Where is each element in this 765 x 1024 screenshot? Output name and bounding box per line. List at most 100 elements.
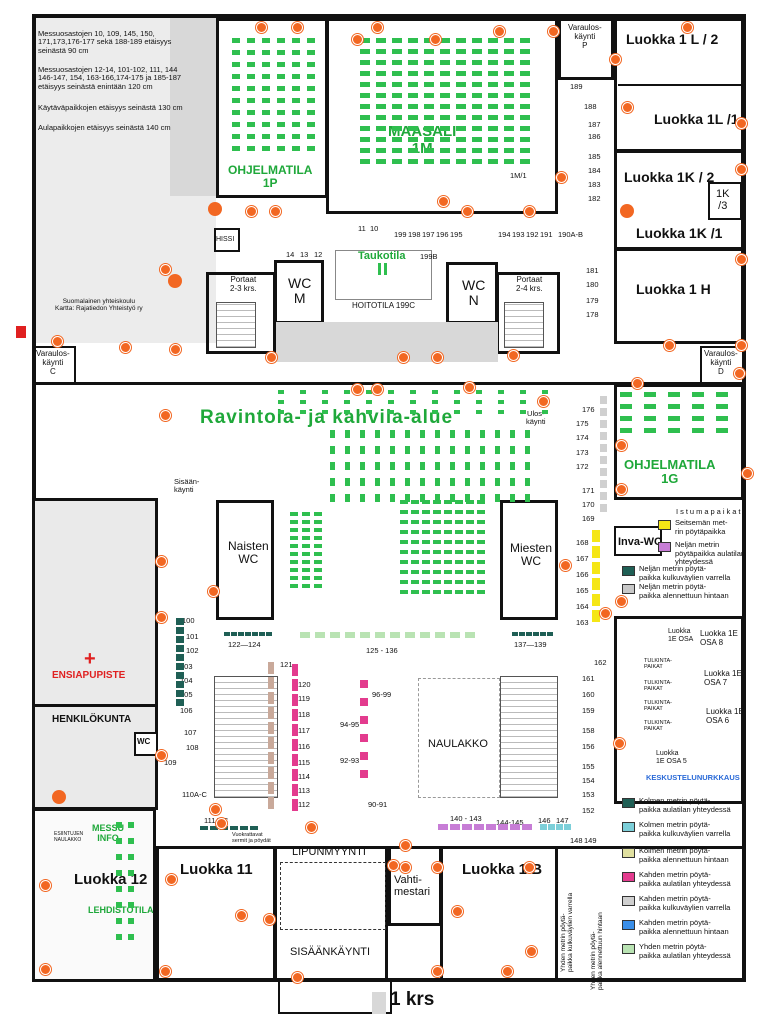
booth-number: 156: [582, 742, 595, 751]
seat: [450, 446, 455, 454]
seat: [504, 71, 514, 76]
seat: [116, 934, 122, 940]
booth-number: 94-95: [340, 720, 360, 729]
legend-label: Seitsemän met- rin pöytäpaikka: [675, 518, 728, 536]
legend-swatch: [622, 872, 635, 882]
info-pin-icon: [156, 556, 167, 567]
seat: [238, 632, 244, 636]
label-wc-m: WC M: [288, 275, 312, 307]
label-ensiapu: ENSIAPUPISTE: [52, 670, 126, 681]
seat: [498, 824, 508, 830]
info-pin-icon: [742, 468, 753, 479]
seat: [440, 60, 450, 65]
wall: [32, 704, 158, 707]
seat: [176, 618, 184, 625]
seat: [360, 430, 365, 438]
booth-number: 109: [164, 758, 177, 767]
booth-number: 92-93: [340, 756, 360, 765]
seat: [292, 724, 298, 736]
seat: [405, 494, 410, 502]
booth-number: 100: [182, 616, 195, 625]
label-1e5: Luokka 1E OSA 5: [656, 750, 687, 765]
seat: [307, 134, 315, 139]
seat: [424, 93, 434, 98]
seat: [322, 400, 328, 404]
seat: [716, 392, 728, 397]
credit-text: Suomalainen yhteiskoulu Kartta: Rajatied…: [55, 298, 143, 313]
seat: [433, 530, 441, 534]
seat: [433, 590, 441, 594]
seat: [465, 494, 470, 502]
seat: [424, 38, 434, 43]
seat: [564, 824, 571, 830]
seat: [376, 82, 386, 87]
seat: [435, 478, 440, 486]
seat: [495, 478, 500, 486]
seat: [510, 824, 520, 830]
seat: [592, 530, 600, 542]
seat: [472, 115, 482, 120]
seat: [472, 126, 482, 131]
info-pin-icon: [432, 966, 443, 977]
seat: [376, 126, 386, 131]
booth-number: 125 - 136: [366, 646, 398, 655]
label-wc: WC: [137, 737, 151, 746]
info-pin-icon: [352, 34, 363, 45]
seat: [438, 824, 448, 830]
seat: [116, 902, 122, 908]
seat: [444, 520, 452, 524]
seat: [444, 570, 452, 574]
seat: [128, 854, 134, 860]
seat: [488, 115, 498, 120]
seat: [498, 390, 504, 394]
info-pin-icon: [352, 384, 363, 395]
seat: [488, 71, 498, 76]
seat: [456, 137, 466, 142]
info-pin-icon: [432, 862, 443, 873]
seat: [472, 82, 482, 87]
seat: [520, 115, 530, 120]
seat: [277, 74, 285, 79]
booth-number: 182: [588, 194, 601, 203]
seat: [240, 826, 248, 830]
seat: [376, 49, 386, 54]
info-pin-icon: [40, 880, 51, 891]
seat: [455, 500, 463, 504]
booth-number: 114: [298, 772, 310, 781]
seat: [476, 410, 482, 414]
info-pin-icon: [430, 34, 441, 45]
info-pin-icon: [156, 750, 167, 761]
info-pin-icon: [160, 410, 171, 421]
seat: [405, 430, 410, 438]
seat: [411, 560, 419, 564]
booth-number: 197: [422, 230, 435, 239]
seat: [600, 408, 607, 416]
seat: [408, 137, 418, 142]
booth-number: 152: [582, 806, 595, 815]
label-portaat-24: Portaat 2-4 krs.: [516, 275, 543, 293]
seat: [268, 797, 274, 809]
seat: [420, 446, 425, 454]
seat: [307, 98, 315, 103]
info-pin-icon: [736, 340, 747, 351]
seat: [422, 550, 430, 554]
seat: [620, 416, 632, 421]
seat: [390, 446, 395, 454]
booth-number: 167: [576, 554, 589, 563]
seat: [176, 636, 184, 643]
seat: [440, 93, 450, 98]
seat: [522, 824, 532, 830]
seat: [302, 520, 310, 524]
seat: [176, 663, 184, 670]
seat: [465, 478, 470, 486]
seat: [302, 528, 310, 532]
info-pin-icon: [622, 102, 633, 113]
seat: [512, 632, 518, 636]
seat: [268, 692, 274, 704]
legend-label: Yhden metrin pöytä- paikka alennettuun h…: [590, 912, 605, 990]
seat: [411, 580, 419, 584]
seat: [456, 60, 466, 65]
booth-number: 189: [570, 82, 583, 91]
stairs-left: [214, 676, 278, 798]
seat: [262, 146, 270, 151]
